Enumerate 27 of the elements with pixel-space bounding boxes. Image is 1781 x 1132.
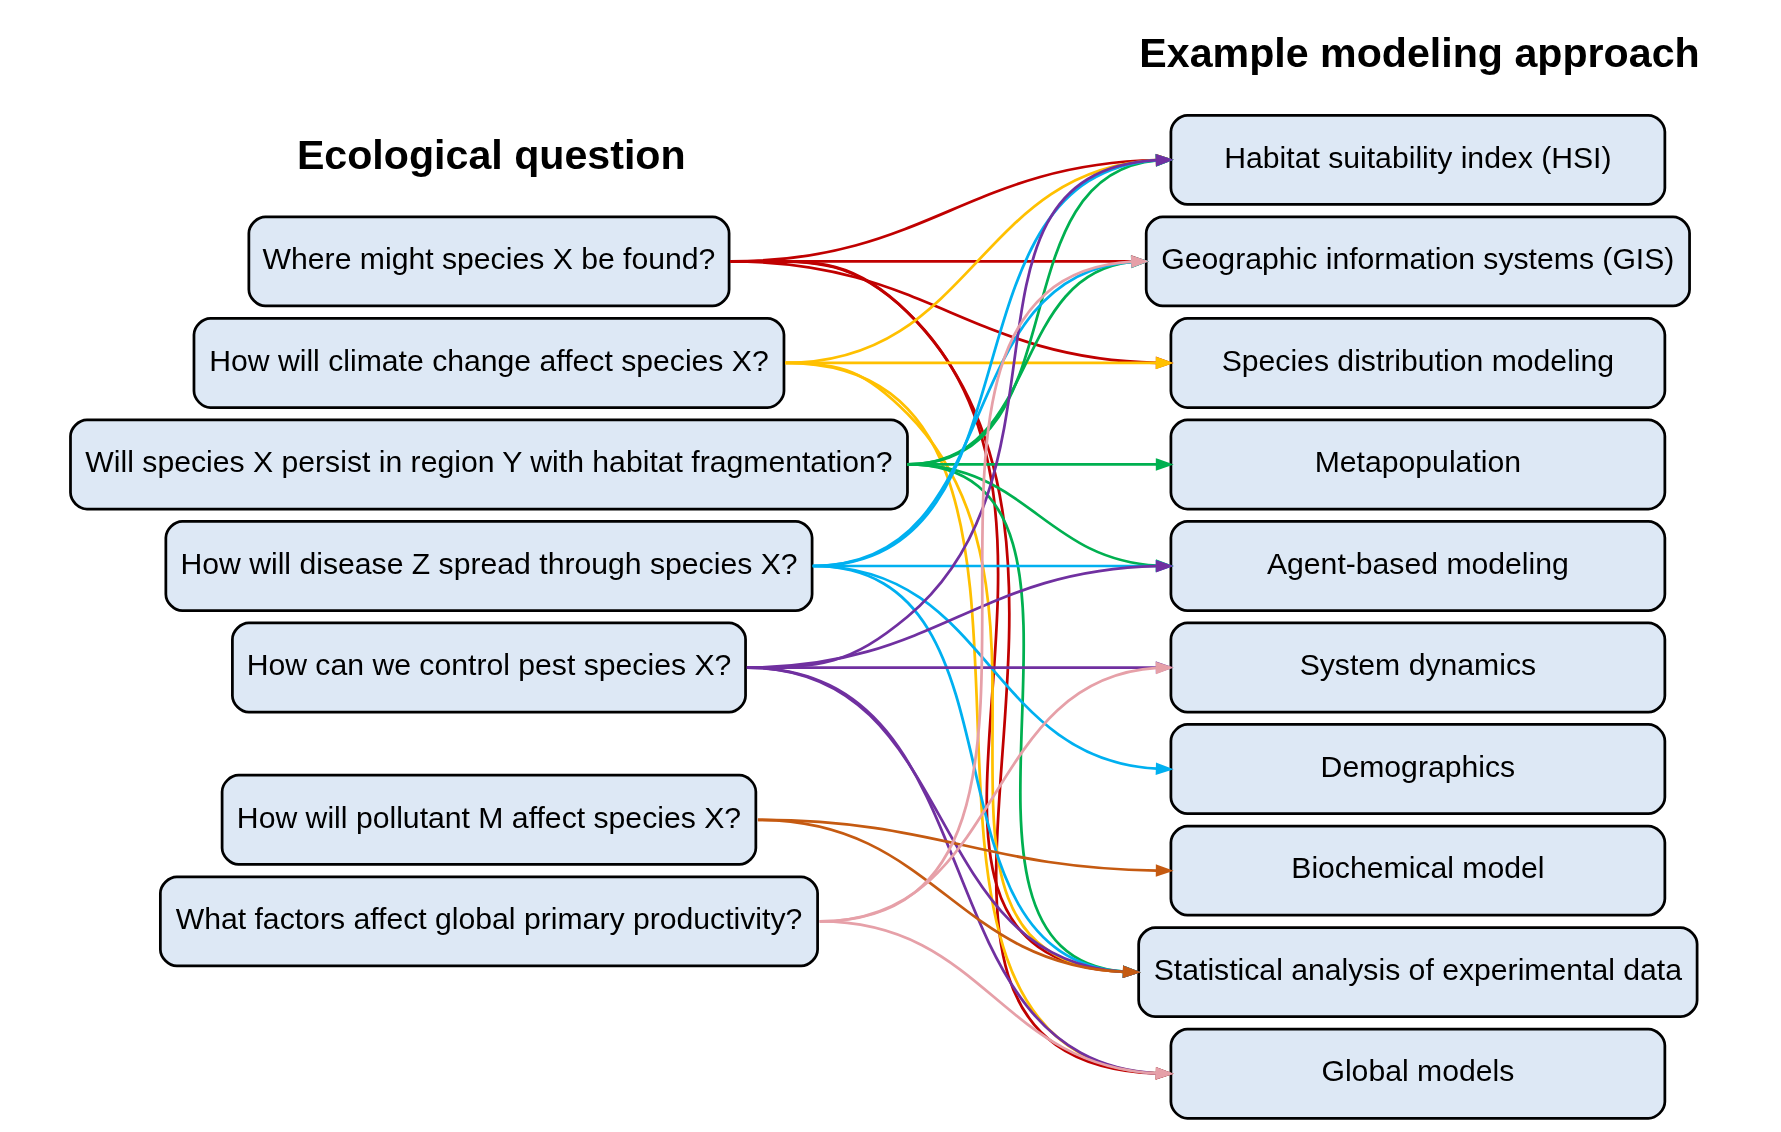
node-box: Biochemical model (1169, 824, 1666, 917)
node-box: System dynamics (1169, 621, 1666, 714)
node-box: Metapopulation (1169, 418, 1666, 511)
node-box: Species distribution modeling (1169, 316, 1666, 409)
node-box: Agent-based modeling (1169, 520, 1666, 612)
node-box: Geographic information systems (GIS) (1144, 215, 1691, 308)
node-box: How will disease Z spread through species X? (164, 520, 813, 612)
node-box: Habitat suitability index (HSI) (1169, 113, 1666, 206)
node-box: How will pollutant M affect species X? (220, 773, 757, 866)
node-box: Global models (1169, 1027, 1666, 1120)
arrow (906, 463, 1141, 978)
node-box: Where might species X be found? (247, 215, 730, 308)
node-box: Demographics (1169, 723, 1666, 816)
label: Example modeling approach (1138, 30, 1700, 77)
label: Ecological question (296, 131, 686, 178)
arrow (812, 564, 1141, 978)
node-box: Will species X persist in region Y with habitat fragmentation? (68, 418, 909, 511)
arrow (819, 920, 1174, 1080)
arrow (757, 818, 1141, 979)
arrow (812, 154, 1174, 568)
arrow (784, 153, 1174, 365)
arrow (746, 666, 1174, 1080)
node-box: What factors affect global primary productivity? (158, 875, 819, 968)
node-box: How will climate change affect species X? (192, 316, 785, 409)
node-box: How can we control pest species X? (230, 621, 747, 714)
arrow (812, 255, 1149, 568)
node-box: Statistical analysis of experimental data (1136, 926, 1698, 1019)
